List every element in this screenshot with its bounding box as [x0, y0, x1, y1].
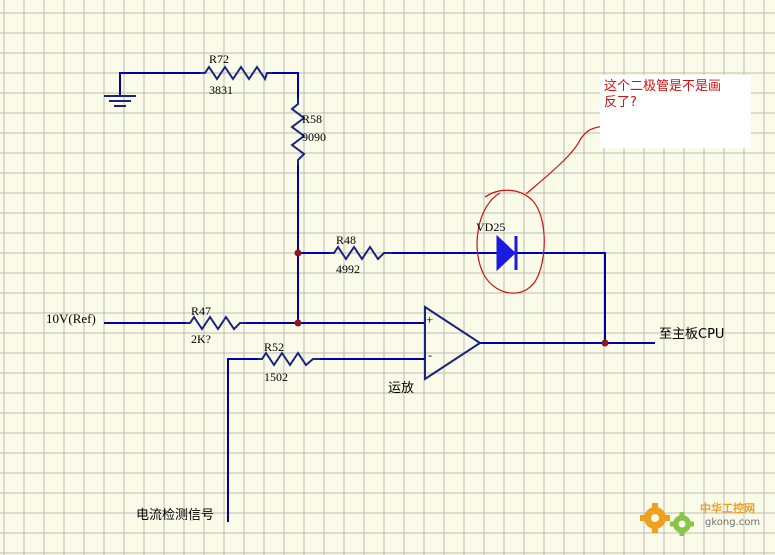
wire-diode-output — [515, 252, 606, 343]
wires — [104, 72, 655, 522]
r48-value-label: 4992 — [336, 262, 360, 276]
annotation-text-line2: 反了? — [604, 95, 637, 110]
resistor-r58 — [290, 98, 306, 165]
watermark-site: gkong.com — [705, 517, 761, 528]
r58-ref-label: R58 — [302, 112, 323, 126]
r52-ref-label: R52 — [264, 340, 285, 354]
ground-symbol — [104, 95, 136, 107]
junction-dot — [294, 319, 302, 327]
r47-ref-label: R47 — [191, 304, 212, 318]
r58-value-label: 9090 — [302, 130, 326, 144]
junction-dot — [294, 249, 302, 257]
annotation-drawing — [476, 125, 604, 294]
r48-ref-label: R48 — [336, 233, 357, 247]
resistor-r48 — [330, 245, 392, 261]
annotation-callout — [525, 125, 604, 195]
resistor-r47 — [186, 315, 246, 331]
r72-value-label: 3831 — [209, 83, 233, 97]
opamp-label: 运放 — [388, 381, 415, 396]
diode-vd25 — [496, 234, 518, 272]
r47-value-label: 2K? — [191, 332, 211, 346]
opamp-symbol — [424, 305, 482, 381]
annotation-text-line1: 这个二极管是不是画 — [604, 79, 722, 94]
gear-icon — [640, 503, 670, 533]
annotation-circle — [476, 189, 545, 294]
gear-icon — [670, 512, 694, 536]
resistor-r52 — [258, 351, 320, 367]
net-label-ref-input: 10V(Ref) — [46, 311, 96, 326]
junctions — [294, 249, 609, 347]
opamp-plus-label: + — [426, 312, 434, 327]
wire-ground-r72 — [119, 72, 200, 96]
annotation-note-background — [600, 75, 751, 148]
r52-value-label: 1502 — [264, 370, 288, 384]
wire-sense-r52 — [227, 358, 258, 522]
junction-dot — [601, 339, 609, 347]
opamp-minus-label: - — [428, 348, 432, 362]
watermark-title: 中华工控网 — [700, 502, 755, 515]
wire-r72-r58 — [272, 72, 299, 98]
vd25-ref-label: VD25 — [476, 220, 506, 234]
net-label-sense-input: 电流检测信号 — [136, 508, 215, 523]
resistor-r72 — [200, 65, 272, 82]
net-label-output: 至主板CPU — [659, 327, 725, 342]
watermark-logo — [640, 503, 694, 536]
r72-ref-label: R72 — [209, 52, 230, 66]
